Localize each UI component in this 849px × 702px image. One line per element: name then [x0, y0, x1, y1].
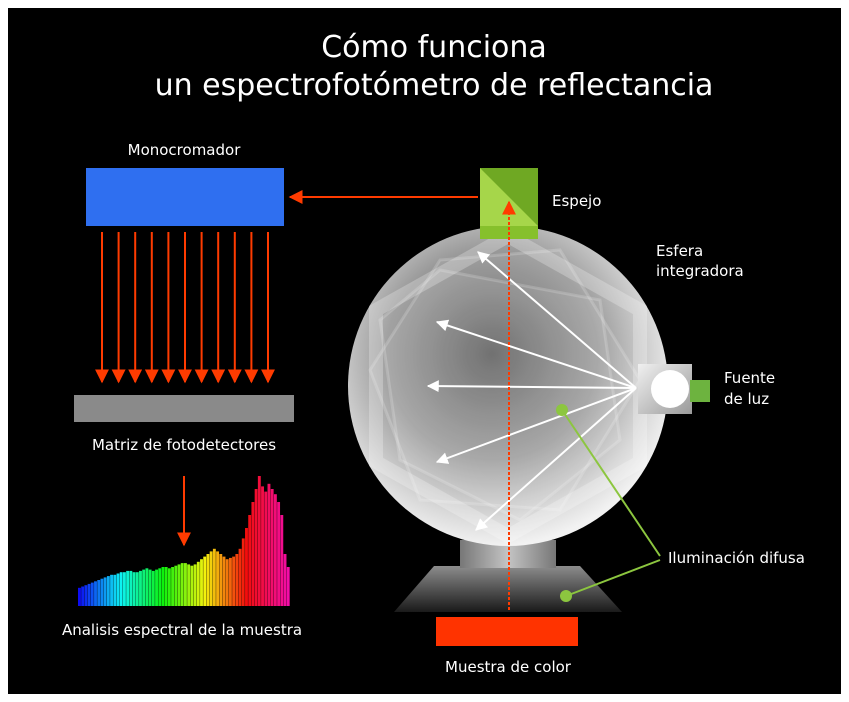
spectrum-bar	[267, 483, 271, 606]
spectrum-bar	[245, 528, 248, 606]
spectrum-bar	[219, 554, 223, 606]
sphere-label-line-2: integradora	[656, 262, 744, 280]
spectrum-bar	[200, 559, 203, 606]
spectrum-bar	[97, 580, 101, 606]
spectrum-bar	[148, 569, 152, 606]
spectrum-bar	[203, 556, 207, 606]
spectrum-bar	[222, 556, 226, 606]
diffuse-marker-1	[556, 404, 568, 416]
spectrum-bar	[232, 556, 236, 606]
spectrum-bar	[238, 548, 242, 606]
monochromator-label: Monocromador	[128, 141, 242, 159]
spectrum-bar	[180, 563, 184, 606]
spectrum-bar	[103, 577, 107, 606]
spectrum-bar	[84, 585, 88, 606]
sphere-label-line-1: Esfera	[656, 242, 703, 260]
color-sample-label: Muestra de color	[445, 658, 572, 676]
spectrum-bar	[174, 565, 178, 606]
detector-array-bar	[74, 395, 294, 422]
diffuse-pointer-line-1	[561, 409, 661, 557]
light-source-bulb	[651, 370, 689, 408]
title-line-1: Cómo funciona	[321, 30, 547, 65]
mirror-label: Espejo	[552, 192, 601, 210]
spectrum-bar	[161, 567, 165, 606]
spectrum-bar	[87, 583, 91, 606]
spectrum-bar	[216, 551, 220, 606]
spectral-histogram	[78, 476, 290, 606]
spectrum-bar	[78, 587, 81, 606]
spectrum-bar	[187, 564, 191, 606]
spectrum-bar	[177, 564, 181, 606]
spectrum-bar	[254, 489, 258, 606]
spectrum-bar	[139, 570, 142, 606]
spectrum-bar	[241, 538, 245, 606]
spectrum-bar	[132, 572, 136, 606]
spectrum-bar	[248, 515, 252, 606]
title-line-2: un espectrofotómetro de reflectancia	[155, 68, 714, 103]
spectrum-bar	[184, 563, 187, 606]
sphere-facets	[369, 227, 647, 545]
light-source-label-line-2: de luz	[724, 390, 769, 408]
diffuse-pointer-line-2	[565, 559, 661, 597]
spectrum-bar	[190, 565, 194, 606]
spectrum-bar	[135, 572, 139, 606]
spectrum-bar	[145, 568, 149, 606]
diffuse-illumination-label: Iluminación difusa	[668, 549, 805, 567]
spectrum-bar	[158, 568, 162, 606]
spectrum-bar	[273, 494, 277, 606]
spectrum-bar	[90, 582, 94, 606]
color-sample	[436, 617, 578, 646]
spectrum-bar	[110, 574, 114, 606]
spectrum-bar	[142, 569, 146, 606]
diffuse-marker-2	[560, 590, 572, 602]
spectrum-bar	[167, 568, 171, 606]
spectrum-bar	[116, 573, 120, 606]
spectrum-bar	[277, 502, 281, 606]
spectrum-bar	[171, 567, 175, 606]
spectrum-bar	[209, 551, 213, 606]
spectrum-bar	[280, 515, 284, 606]
spectrum-bar	[206, 554, 210, 606]
mirror-face	[480, 168, 538, 226]
spectrum-bar	[251, 502, 255, 606]
spectrum-bar	[196, 561, 200, 606]
spectrum-bar	[164, 567, 168, 606]
monochromator-output-arrows	[95, 232, 275, 384]
reflection-arrows	[426, 251, 637, 531]
spectrum-bar	[261, 486, 264, 606]
light-source-label-line-1: Fuente	[724, 369, 775, 387]
spectrum-bar	[122, 572, 126, 606]
spectrum-bar	[264, 491, 268, 606]
spectrum-bar	[235, 554, 239, 606]
spectrum-bar	[270, 489, 274, 606]
spectrum-bar	[119, 572, 123, 606]
monochromator-box	[86, 168, 284, 226]
spectrum-bar	[126, 570, 130, 606]
spectrum-bar	[155, 569, 158, 606]
spectrum-bar	[151, 570, 155, 606]
spectral-analysis-label: Analisis espectral de la muestra	[62, 621, 302, 639]
spectrum-bar	[212, 548, 216, 606]
spectrum-bar	[94, 581, 97, 606]
spectrum-bar	[81, 586, 85, 606]
spectrum-bar	[193, 564, 197, 606]
spectrum-bar	[283, 554, 287, 606]
spectrum-bar	[113, 574, 117, 606]
spectrum-bar	[100, 578, 104, 606]
spectrum-bar	[257, 476, 261, 606]
light-source-icon	[690, 380, 710, 402]
spectrum-bar	[228, 557, 232, 606]
spectrum-bar	[106, 576, 110, 606]
spectrum-bar	[225, 559, 229, 606]
spectrum-bar	[286, 567, 290, 606]
spectrum-bar	[129, 570, 133, 606]
detector-array-label: Matriz de fotodetectores	[92, 436, 276, 454]
